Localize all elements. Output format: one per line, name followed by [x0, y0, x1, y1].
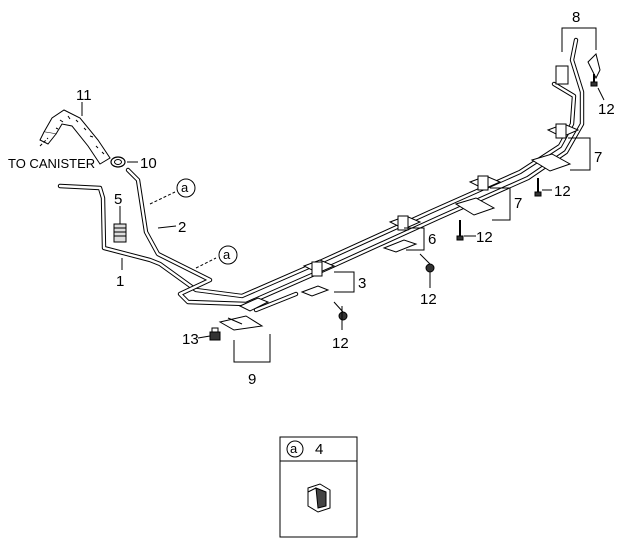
- svg-text:a: a: [181, 180, 189, 195]
- callout-6: 6: [428, 231, 436, 248]
- clip-group-8: [555, 53, 601, 85]
- callout-2: 2: [178, 219, 186, 236]
- clip-group-7-upper: [530, 123, 580, 172]
- grommet-13: [209, 327, 221, 341]
- line-fitting: [113, 223, 127, 243]
- callout-12-d: 12: [554, 183, 571, 200]
- callout-7-middle: 7: [514, 195, 522, 212]
- clip-group-7-middle: [454, 175, 502, 216]
- to-canister-label: TO CANISTER: [8, 156, 95, 171]
- callout-9: 9: [248, 371, 256, 388]
- clip-group-6: [382, 215, 422, 253]
- detail-box-a: a 4: [279, 436, 358, 538]
- svg-text:a: a: [223, 247, 231, 262]
- bolt-12-b: [419, 253, 435, 273]
- leader-lines: [39, 27, 605, 363]
- callout-12-b: 12: [420, 291, 437, 308]
- callout-3: 3: [358, 275, 366, 292]
- return-line-stub: [253, 291, 299, 313]
- bolt-12-d: [534, 178, 542, 197]
- clip-group-3: [300, 259, 336, 297]
- detail-box-ref: a: [290, 441, 298, 456]
- bolt-12-c: [456, 220, 464, 241]
- callout-11: 11: [76, 87, 92, 104]
- callout-10: 10: [140, 155, 157, 172]
- callout-12-a: 12: [332, 335, 349, 352]
- clip-group-9: [218, 297, 270, 331]
- callout-7-upper: 7: [594, 149, 602, 166]
- bolt-12-e: [590, 74, 598, 87]
- main-fuel-line-2: [125, 37, 585, 307]
- detail-box-part-number: 4: [315, 441, 323, 458]
- bolt-12-a: [333, 301, 348, 321]
- callout-5: 5: [114, 191, 122, 208]
- hose-clamp: [110, 156, 126, 168]
- callout-12-c: 12: [476, 229, 493, 246]
- callout-1: 1: [116, 273, 124, 290]
- callout-8: 8: [572, 9, 580, 26]
- reference-a-marker-upper: a: [176, 178, 196, 198]
- clip-4-drawing: [307, 483, 331, 513]
- callout-13: 13: [182, 331, 199, 348]
- reference-a-marker-lower: a: [218, 245, 238, 265]
- callout-12-e: 12: [598, 101, 615, 118]
